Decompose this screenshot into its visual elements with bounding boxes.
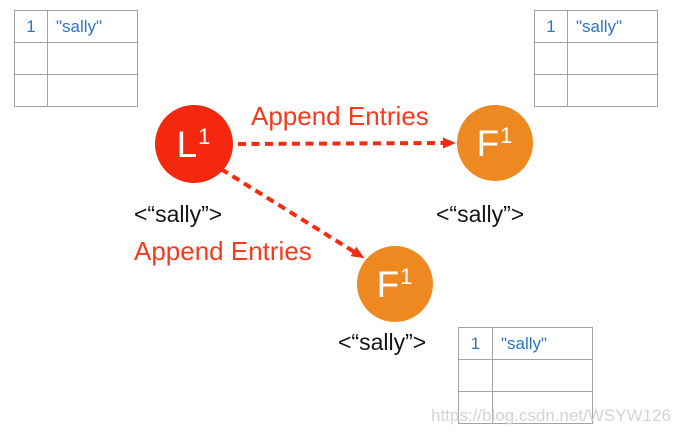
- log-value-cell: [47, 42, 138, 75]
- table-row: [458, 391, 593, 424]
- log-index-cell: [458, 359, 493, 392]
- log-index-cell: [534, 74, 568, 107]
- append-entries-label-bottom: Append Entries: [134, 236, 312, 266]
- table-row: [458, 359, 593, 392]
- log-value-cell: "sally": [567, 10, 658, 43]
- table-row: [14, 74, 138, 107]
- leader-term-superscript: 1: [198, 124, 212, 150]
- arrow-leader-to-follower-top: [237, 137, 456, 149]
- log-table-bottom-right: 1 "sally": [458, 327, 593, 424]
- follower-top-log-text: <“sally”>: [436, 201, 525, 227]
- log-value-cell: [567, 74, 658, 107]
- append-entries-label-top: Append Entries: [251, 101, 429, 131]
- log-index-cell: 1: [14, 10, 48, 43]
- follower-bottom-node-label: F1: [376, 263, 414, 305]
- leader-node-label: L1: [176, 123, 212, 165]
- table-row: [534, 42, 658, 75]
- log-table-top-left: 1 "sally": [14, 10, 138, 107]
- follower-bottom-term-superscript: 1: [400, 264, 414, 290]
- follower-node-top: F1: [457, 105, 533, 181]
- log-index-cell: [14, 74, 48, 107]
- log-value-cell: [47, 74, 138, 107]
- log-value-cell: [492, 359, 593, 392]
- log-value-cell: [567, 42, 658, 75]
- log-value-cell: "sally": [492, 327, 593, 360]
- watermark-text: https://blog.csdn.net/WSYW126: [431, 406, 672, 425]
- log-index-cell: [14, 42, 48, 75]
- follower-node-bottom: F1: [357, 246, 433, 322]
- log-table-top-right: 1 "sally": [534, 10, 658, 107]
- follower-bottom-log-text: <“sally”>: [338, 329, 427, 355]
- table-row: [534, 74, 658, 107]
- log-value-cell: "sally": [47, 10, 138, 43]
- table-row: 1 "sally": [458, 327, 593, 360]
- log-index-cell: [534, 42, 568, 75]
- leader-log-text: <“sally”>: [134, 201, 223, 227]
- table-row: [14, 42, 138, 75]
- log-index-cell: 1: [458, 327, 493, 360]
- table-row: 1 "sally": [534, 10, 658, 43]
- log-value-cell: [492, 391, 593, 424]
- follower-top-node-label: F1: [476, 122, 514, 164]
- table-row: 1 "sally": [14, 10, 138, 43]
- log-index-cell: 1: [534, 10, 568, 43]
- follower-top-term-superscript: 1: [500, 123, 514, 149]
- leader-node: L1: [155, 105, 233, 183]
